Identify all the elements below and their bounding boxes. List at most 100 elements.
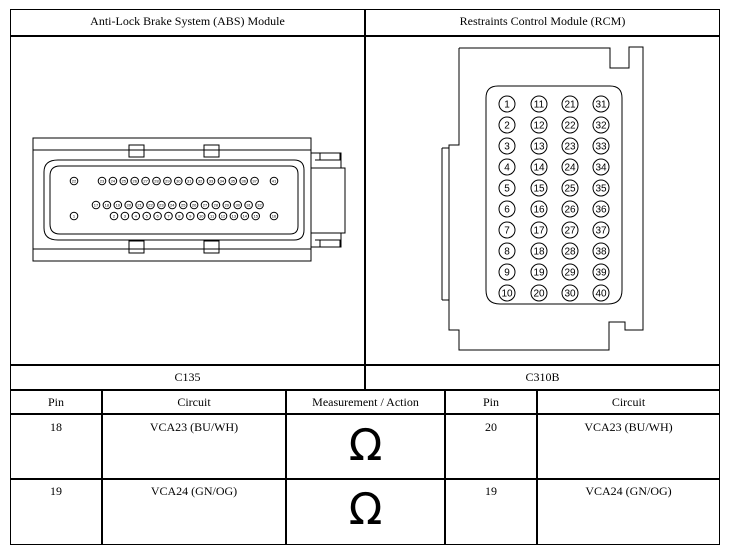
rcm-pin: 24 (561, 158, 579, 176)
svg-text:30: 30 (235, 202, 240, 207)
abs-module-header: Anti-Lock Brake System (ABS) Module (90, 14, 285, 28)
svg-text:25: 25 (564, 184, 576, 195)
svg-text:5: 5 (146, 213, 149, 218)
abs-connector-label: C135 (174, 370, 201, 384)
abs-pin: 14 (240, 211, 250, 221)
rcm-module-header: Restraints Control Module (RCM) (459, 14, 626, 28)
abs-pin: 7 (164, 211, 173, 221)
svg-text:7: 7 (504, 226, 510, 237)
abs-pin: 26 (130, 176, 139, 186)
abs-pin: 12 (218, 211, 228, 221)
rcm-pin: 18 (530, 242, 548, 260)
abs-pin: 3 (120, 211, 130, 221)
table-row-divider (10, 478, 720, 480)
svg-text:11: 11 (210, 213, 215, 218)
abs-pin: 28 (211, 200, 221, 210)
svg-text:28: 28 (564, 247, 576, 258)
abs-pin: 19 (113, 200, 123, 210)
abs-pin: 30 (174, 176, 183, 186)
svg-text:1: 1 (504, 100, 510, 111)
rcm-pin: 22 (561, 116, 579, 134)
rcm-pin: 15 (530, 179, 548, 197)
svg-text:30: 30 (564, 289, 576, 300)
svg-text:13: 13 (533, 142, 545, 153)
abs-pin: 31 (184, 176, 194, 186)
svg-text:12: 12 (533, 121, 545, 132)
rcm-pin: 9 (498, 263, 516, 281)
svg-text:23: 23 (159, 202, 164, 207)
rcm-pin: 26 (561, 200, 579, 218)
rcm-pin: 16 (530, 200, 548, 218)
rcm-connector-label: C310B (525, 370, 560, 384)
svg-text:34: 34 (220, 178, 225, 183)
svg-text:21: 21 (564, 100, 576, 111)
svg-text:31: 31 (246, 202, 251, 207)
rcm-pin: 39 (592, 263, 610, 281)
row1-pin-right: 20 (485, 420, 497, 434)
abs-pin: 37 (250, 176, 259, 186)
svg-text:15: 15 (253, 213, 258, 218)
col-divider-2 (285, 389, 287, 545)
abs-pin: 25 (119, 176, 129, 186)
abs-pin: 31 (244, 200, 253, 210)
svg-text:24: 24 (564, 163, 576, 174)
svg-text:32: 32 (257, 202, 262, 207)
svg-text:31: 31 (595, 100, 607, 111)
abs-pin: 22 (146, 200, 155, 210)
abs-pin: 6 (153, 211, 162, 221)
svg-text:19: 19 (116, 202, 121, 207)
svg-text:11: 11 (534, 100, 545, 111)
svg-text:13: 13 (232, 213, 237, 218)
abs-pin: 26 (189, 200, 199, 210)
svg-text:14: 14 (243, 213, 248, 218)
col-divider-1 (101, 389, 103, 545)
rcm-pin: 40 (592, 284, 610, 302)
svg-text:6: 6 (504, 205, 510, 216)
row1-circuit-right: VCA23 (BU/WH) (584, 420, 673, 434)
abs-pin: 4 (131, 211, 141, 221)
rcm-pin: 37 (592, 221, 610, 239)
svg-text:33: 33 (595, 142, 607, 153)
pin-right-header: Pin (482, 395, 499, 409)
svg-text:35: 35 (595, 184, 607, 195)
abs-pin: 20 (124, 200, 133, 210)
rcm-pin: 36 (592, 200, 610, 218)
abs-pin: 25 (178, 200, 188, 210)
svg-text:27: 27 (143, 178, 148, 183)
rcm-pin: 1 (498, 95, 516, 113)
svg-text:9: 9 (504, 268, 510, 279)
svg-text:16: 16 (272, 213, 277, 218)
svg-text:18: 18 (105, 202, 110, 207)
row2-circuit-left: VCA24 (GN/OG) (150, 484, 238, 498)
rcm-pin: 33 (592, 137, 610, 155)
svg-text:29: 29 (165, 178, 170, 183)
svg-text:4: 4 (504, 163, 510, 174)
abs-pin: 5 (142, 211, 151, 221)
circuit-right-header: Circuit (611, 395, 646, 409)
rcm-pin: 11 (530, 95, 548, 113)
rcm-pin: 21 (561, 95, 579, 113)
svg-text:23: 23 (100, 178, 105, 183)
svg-text:17: 17 (94, 202, 99, 207)
rcm-pin: 23 (561, 137, 579, 155)
svg-text:3: 3 (124, 213, 127, 218)
abs-pin: 10 (196, 211, 206, 221)
svg-text:30: 30 (176, 178, 181, 183)
rcm-pin: 8 (498, 242, 516, 260)
rcm-pin: 30 (561, 284, 579, 302)
abs-pin: 34 (217, 176, 227, 186)
abs-pin: 18 (102, 200, 112, 210)
ohm-icon: Ω (348, 484, 383, 535)
svg-text:5: 5 (504, 184, 510, 195)
svg-text:28: 28 (154, 178, 159, 183)
col-divider-3 (444, 389, 446, 545)
svg-text:21: 21 (137, 202, 142, 207)
abs-pin: 28 (152, 176, 161, 186)
svg-text:29: 29 (225, 202, 230, 207)
svg-text:29: 29 (564, 268, 576, 279)
svg-text:22: 22 (148, 202, 153, 207)
col-divider-4 (536, 389, 538, 545)
abs-pin: 9 (186, 211, 195, 221)
svg-text:38: 38 (595, 247, 607, 258)
